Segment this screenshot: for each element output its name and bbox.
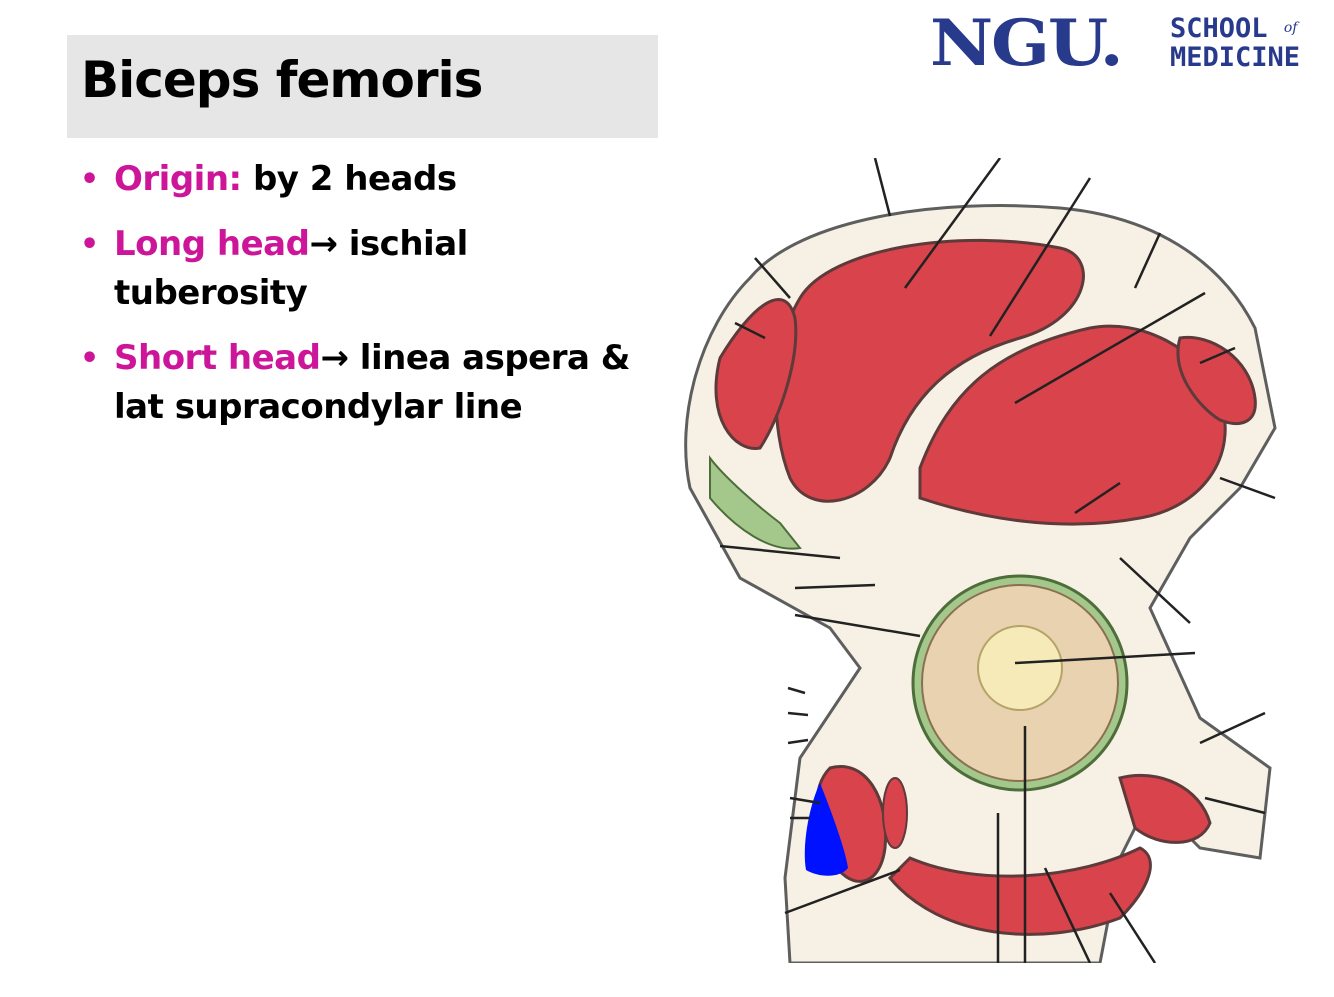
logo-medicine: MEDICINE <box>1170 42 1301 73</box>
muscle-posterior-bottom <box>887 846 1152 936</box>
logo-school: SCHOOL <box>1170 13 1268 44</box>
arrow-icon: → <box>320 338 349 378</box>
bullet-dot: • <box>80 162 99 197</box>
muscle-quadriceps <box>774 238 1085 503</box>
thigh-cross-section-illustration <box>684 158 1277 963</box>
logo-of: of <box>1283 20 1298 36</box>
bullet-list: • Origin: by 2 heads • Long head→ ischia… <box>80 155 660 448</box>
fascia-left <box>709 455 802 550</box>
logo-school-text: SCHOOL of MEDICINE <box>1170 14 1300 72</box>
bullet-short-head: • Short head→ linea aspera & lat supraco… <box>80 334 660 432</box>
slide-title: Biceps femoris <box>81 51 483 109</box>
bullet-origin: • Origin: by 2 heads <box>80 155 660 204</box>
muscle-posterior-right <box>1118 773 1212 844</box>
bullet-key: Origin: <box>114 159 242 199</box>
femur-marrow <box>977 625 1063 711</box>
arrow-icon: → <box>309 224 338 264</box>
bullet-text: ischial tuberosity <box>114 224 468 313</box>
bullet-key: Long head <box>114 224 310 264</box>
muscle-right-small <box>1176 335 1257 425</box>
bullet-dot: • <box>80 227 99 262</box>
ngu-logo: NGU. SCHOOL of MEDICINE <box>930 6 1300 81</box>
bullet-key: Short head <box>114 338 321 378</box>
muscle-small-oval <box>882 777 908 849</box>
leader-lines <box>719 158 1276 963</box>
bullet-long-head: • Long head→ ischial tuberosity <box>80 220 660 318</box>
muscle-left-small <box>714 298 798 450</box>
bullet-text: by 2 heads <box>241 159 457 199</box>
bullet-dot: • <box>80 341 99 376</box>
bullet-text: linea aspera & lat supracondylar line <box>114 338 630 427</box>
biceps-femoris-highlight <box>804 783 848 876</box>
logo-brand: NGU. <box>930 6 1124 81</box>
title-box: Biceps femoris <box>67 35 658 138</box>
